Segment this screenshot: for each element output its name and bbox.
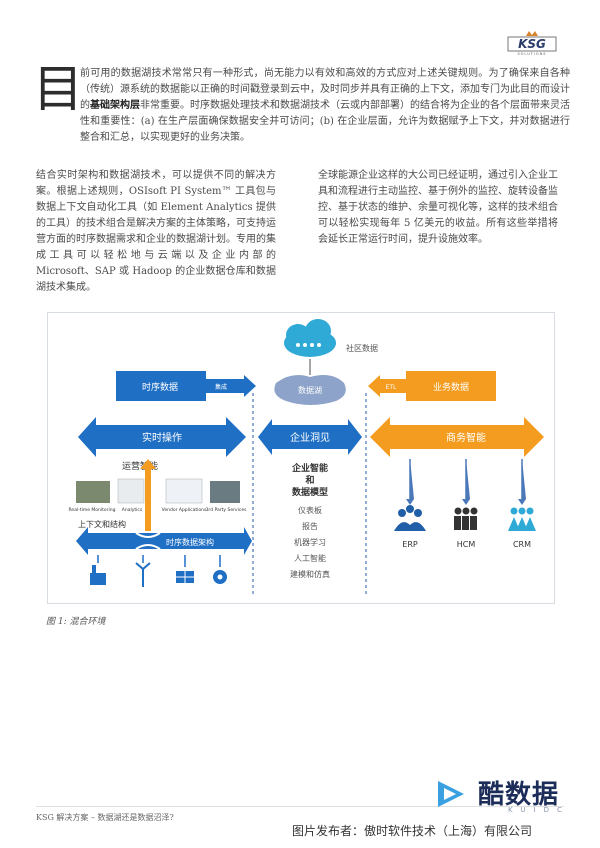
cloud-label: 社区数据 <box>346 343 378 353</box>
tsdb-label: 时序数据 <box>142 381 178 393</box>
data-lake-shape <box>274 375 346 405</box>
ei-item-1: 仪表板 <box>298 505 322 515</box>
app-thumbnails <box>76 478 240 504</box>
enterprise-arrow <box>258 419 362 455</box>
footer-text: KSG 解决方案 – 数据湖还是数据沼泽? <box>36 813 174 822</box>
body-column-right: 全球能源企业这样的大公司已经证明，通过引入企业工具和流程进行主动监控、基于例外的… <box>318 170 558 245</box>
intro-text-a: 前可用的数据湖技术常常只有一种形式，尚无能力以有效和高效的方式应对上述关键规则。… <box>80 68 570 111</box>
thumb-label-2: Analytics <box>122 507 143 513</box>
watermark-credit: 图片发布者：傲时软件技术（上海）有限公司 <box>292 824 533 838</box>
ei-item-4: 人工智能 <box>294 553 326 563</box>
solar-panel-icon <box>176 571 194 583</box>
hybrid-environment-diagram: 社区数据 数据湖 时序数据 集成 ETL 业务数据 实时操作 企业洞见 商务智能… <box>47 312 555 604</box>
drop-cap: 目 <box>33 60 83 118</box>
bi-label: 商务智能 <box>446 431 486 444</box>
crm-people-icon <box>508 507 536 531</box>
ei-title-1: 企业智能 <box>291 462 328 474</box>
ei-item-2: 报告 <box>302 521 318 531</box>
bi-arrow <box>370 417 544 457</box>
ts-arch-label: 时序数据架构 <box>166 537 214 547</box>
crown-icon <box>526 31 538 36</box>
context-label: 上下文和结构 <box>78 519 126 529</box>
logo-tagline: SOLUTIONS <box>517 52 546 56</box>
erp-people-icon <box>394 505 426 531</box>
biz-data-label: 业务数据 <box>433 381 469 393</box>
ei-item-3: 机器学习 <box>294 537 326 547</box>
data-lake-label: 数据湖 <box>298 385 322 395</box>
factory-icon <box>90 565 106 585</box>
enterprise-label: 企业洞见 <box>290 431 330 444</box>
context-arrow <box>76 527 252 555</box>
watermark-title: 酷数据 <box>478 780 560 810</box>
etl-label: ETL <box>386 384 397 391</box>
thumb-label-3: Vendor Applications <box>162 507 207 513</box>
realtime-arrow <box>78 417 246 457</box>
intro-text-b: 非常重要。时序数据处理技术和数据湖技术（云或内部部署）的结合将为企业的各个层面带… <box>80 100 570 143</box>
wind-turbine-icon <box>135 562 151 587</box>
figure-caption: 图 1: 混合环境 <box>46 617 106 627</box>
intro-paragraph: 前可用的数据湖技术常常只有一种形式，尚无能力以有效和高效的方式应对上述关键规则。… <box>80 66 570 146</box>
intro-bold-term: 基础架构层 <box>90 100 140 111</box>
hcm-label: HCM <box>457 540 476 549</box>
cloud-icon <box>284 319 336 357</box>
kuidc-logo-icon <box>438 781 464 807</box>
gear-icon <box>213 570 227 584</box>
ops-up-arrow <box>140 459 156 531</box>
ei-title-2: 和 <box>304 474 314 486</box>
thumb-label-4: 3rd Party Services <box>206 507 248 513</box>
bi-down-arrows <box>406 459 526 505</box>
body-column-left: 结合实时架构和数据湖技术，可以提供不同的解决方案。根据上述规则，OSIsoft … <box>36 170 276 293</box>
realtime-label: 实时操作 <box>142 431 182 444</box>
watermark-subtitle: KUIDC <box>508 806 570 814</box>
erp-label: ERP <box>402 540 418 549</box>
ei-item-5: 建模和仿真 <box>290 569 330 579</box>
tsdb-box <box>116 371 206 401</box>
integrate-arrow <box>206 375 256 397</box>
biz-data-box <box>406 371 496 401</box>
thumb-label-1: Real-time Monitoring <box>69 507 116 513</box>
crm-label: CRM <box>513 540 531 549</box>
hcm-people-icon <box>454 507 478 530</box>
ei-title-3: 数据模型 <box>292 486 328 498</box>
ksg-logo: KSG SOLUTIONS <box>507 31 557 56</box>
etl-arrow <box>368 375 406 397</box>
integrate-label: 集成 <box>215 383 227 391</box>
footer-divider <box>36 806 564 807</box>
logo-brand: KSG <box>518 37 546 51</box>
